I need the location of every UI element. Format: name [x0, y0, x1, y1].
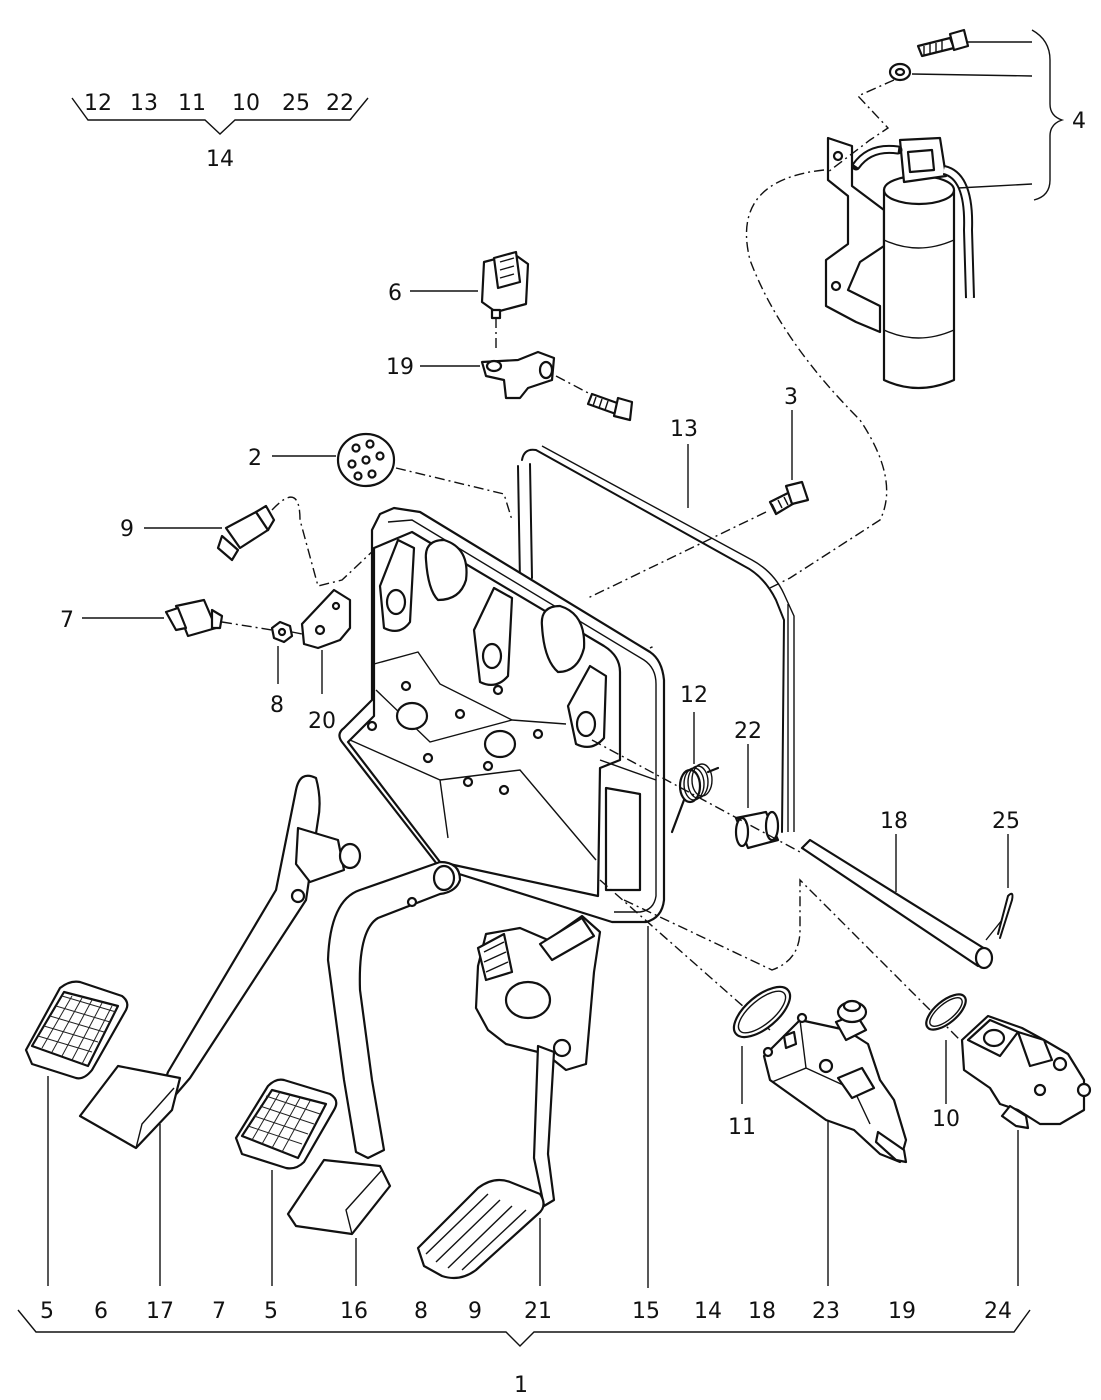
part-15-pedal-box — [338, 506, 666, 1288]
part-8-nut: 8 — [270, 620, 313, 718]
part-6-switch: 6 — [388, 250, 530, 350]
part-12-spring: 12 — [670, 683, 720, 834]
part-19-bracket: 19 — [386, 350, 634, 422]
callout-20: 20 — [308, 709, 336, 734]
group-1-item: 16 — [340, 1299, 368, 1324]
group-14-item: 25 — [282, 91, 310, 116]
group-14-bracket: 12 13 11 10 25 22 14 — [71, 91, 369, 172]
group-14-item: 12 — [84, 91, 112, 116]
part-16-brake-pedal — [234, 860, 462, 1286]
part-10-o-ring: 10 — [925, 993, 967, 1132]
callout-18: 18 — [880, 809, 908, 834]
group-1-item: 23 — [812, 1299, 840, 1324]
callout-12: 12 — [680, 683, 708, 708]
part-23-master-cylinder — [762, 999, 908, 1286]
group-14-item: 10 — [232, 91, 260, 116]
group-1-item: 14 — [694, 1299, 722, 1324]
callout-7: 7 — [60, 608, 74, 633]
part-7-switch: 7 — [60, 598, 273, 638]
part-13-gasket: 13 — [517, 417, 795, 833]
part-18-shaft: 18 — [800, 809, 994, 970]
callout-10: 10 — [932, 1107, 960, 1132]
group-1-item: 15 — [632, 1299, 660, 1324]
callout-2: 2 — [248, 446, 262, 471]
part-17-clutch-pedal — [24, 774, 362, 1286]
group-1-item: 5 — [40, 1299, 54, 1324]
callout-13: 13 — [670, 417, 698, 442]
part-25-clip: 25 — [985, 809, 1020, 941]
callout-8-upper: 8 — [270, 693, 284, 718]
group-1-item: 7 — [212, 1299, 226, 1324]
group-1-item: 9 — [468, 1299, 482, 1324]
group-1-item: 18 — [748, 1299, 776, 1324]
group-1-item: 17 — [146, 1299, 174, 1324]
callout-6: 6 — [388, 281, 402, 306]
callout-3: 3 — [784, 385, 798, 410]
group-1-label: 1 — [514, 1373, 528, 1398]
group-1-bracket: 5 6 17 7 5 16 8 9 21 15 14 18 23 19 24 1 — [17, 1299, 1031, 1398]
part-9-sensor: 9 — [120, 496, 377, 587]
part-3-bolt: 3 — [587, 385, 810, 599]
part-20-bracket: 20 — [300, 588, 352, 734]
group-14-item: 22 — [326, 91, 354, 116]
callout-22: 22 — [734, 719, 762, 744]
group-14-label: 14 — [206, 147, 234, 172]
callout-4: 4 — [1072, 109, 1086, 134]
callout-11: 11 — [728, 1115, 756, 1140]
group-1-item: 21 — [524, 1299, 552, 1324]
group-1-item: 5 — [264, 1299, 278, 1324]
callout-19-upper: 19 — [386, 355, 414, 380]
part-4-reservoir: 4 — [824, 28, 1086, 390]
callout-9: 9 — [120, 517, 134, 542]
group-1-item: 6 — [94, 1299, 108, 1324]
part-11-o-ring: 11 — [728, 985, 792, 1140]
group-14-item: 11 — [178, 91, 206, 116]
callout-25: 25 — [992, 809, 1020, 834]
group-1-item: 8 — [414, 1299, 428, 1324]
part-21-accelerator-pedal — [416, 914, 602, 1286]
group-1-item: 19 — [888, 1299, 916, 1324]
group-1-item: 24 — [984, 1299, 1012, 1324]
part-2-grommet: 2 — [248, 432, 513, 521]
part-22-bushing: 22 — [734, 719, 780, 850]
part-24-clutch-cylinder — [960, 1014, 1092, 1286]
group-14-item: 13 — [130, 91, 158, 116]
